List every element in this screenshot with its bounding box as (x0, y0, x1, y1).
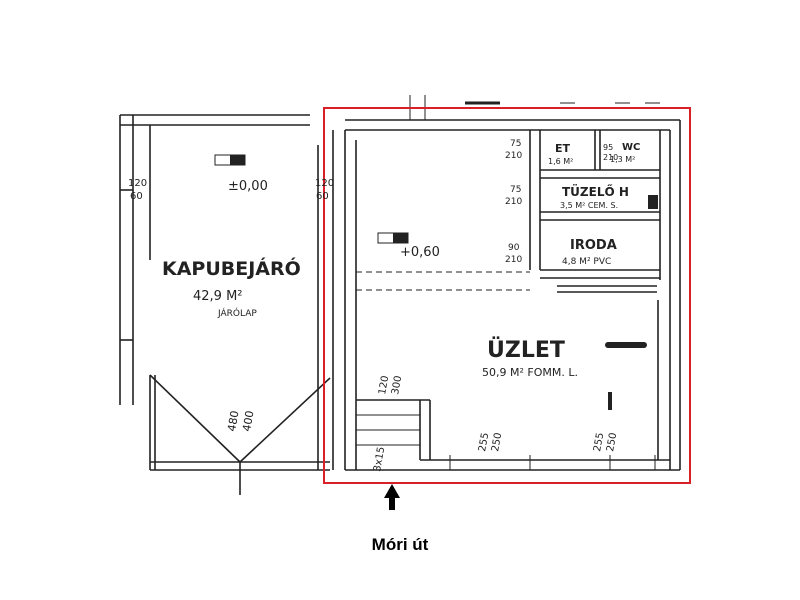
level-shop-text: +0,60 (400, 245, 440, 260)
room-wc-name: WC (622, 142, 640, 153)
level-marker-yard (214, 154, 246, 166)
room-kapubejaro-area: 42,9 M² (193, 289, 243, 304)
dim-win2-bottom: 250 (605, 432, 619, 453)
dim-door-et-top: 75 (510, 139, 521, 149)
dim-gate2-bottom: 60 (316, 191, 329, 202)
shop-walls (345, 119, 681, 471)
room-iroda-area: 4,8 M² PVC (562, 257, 611, 267)
gate-leaves (149, 374, 331, 495)
dim-gate-leaf-top: 480 (225, 410, 241, 433)
dim-shop-door-top: 120 (377, 375, 391, 396)
dim-door-wc-bottom: 210 (603, 153, 618, 162)
room-uzlet-name: ÜZLET (487, 337, 565, 363)
dim-gate-top: 120 (128, 178, 147, 189)
room-uzlet-area: 50,9 M² FOMM. L. (482, 366, 578, 379)
room-kapubejaro-floor: JÁRÓLAP (217, 307, 257, 319)
dim-door-et-bottom: 210 (505, 151, 522, 161)
level-marker-shop (377, 232, 409, 244)
boiler-marker (648, 195, 658, 209)
dim-win1-bottom: 250 (490, 432, 504, 453)
dim-door-iroda-bottom: 210 (505, 255, 522, 265)
dim-door-tuz-top: 75 (510, 185, 521, 195)
front-windows (449, 455, 656, 470)
highlight-frame (323, 107, 691, 484)
dim-door-wc-top: 95 (603, 143, 613, 152)
dim-win2-top: 255 (592, 432, 606, 453)
room-et-area: 1,6 M² (548, 157, 573, 166)
entrance-steps (356, 414, 420, 446)
dim-win1-top: 255 (477, 432, 491, 453)
dim-gate-bottom: 60 (130, 191, 143, 202)
dim-gate-leaf-bottom: 400 (240, 410, 256, 433)
shop-marker (605, 342, 647, 348)
room-wc-area: 1,3 M² (610, 155, 635, 164)
dim-shop-door-bottom: 300 (390, 375, 404, 396)
street-name: Móri út (371, 535, 429, 554)
room-et-name: ET (555, 142, 571, 155)
dim-steps: 3x15 (372, 446, 387, 473)
level-line (356, 271, 530, 291)
room-tuzelo-area: 3,5 M² CEM. S. (560, 201, 618, 210)
room-kapubejaro-name: KAPUBEJÁRÓ (162, 256, 301, 280)
arrow-up-icon (384, 484, 400, 510)
level-yard-text: ±0,00 (228, 179, 268, 194)
left-wall (119, 114, 310, 405)
dim-door-iroda-top: 90 (508, 243, 520, 253)
dim-gate2-top: 120 (315, 178, 334, 189)
column-marker (608, 392, 612, 410)
room-tuzelo-name: TÜZELŐ H (562, 184, 629, 199)
room-iroda-name: IRODA (570, 238, 617, 253)
back-rooms (529, 130, 661, 293)
dim-door-tuz-bottom: 210 (505, 197, 522, 207)
